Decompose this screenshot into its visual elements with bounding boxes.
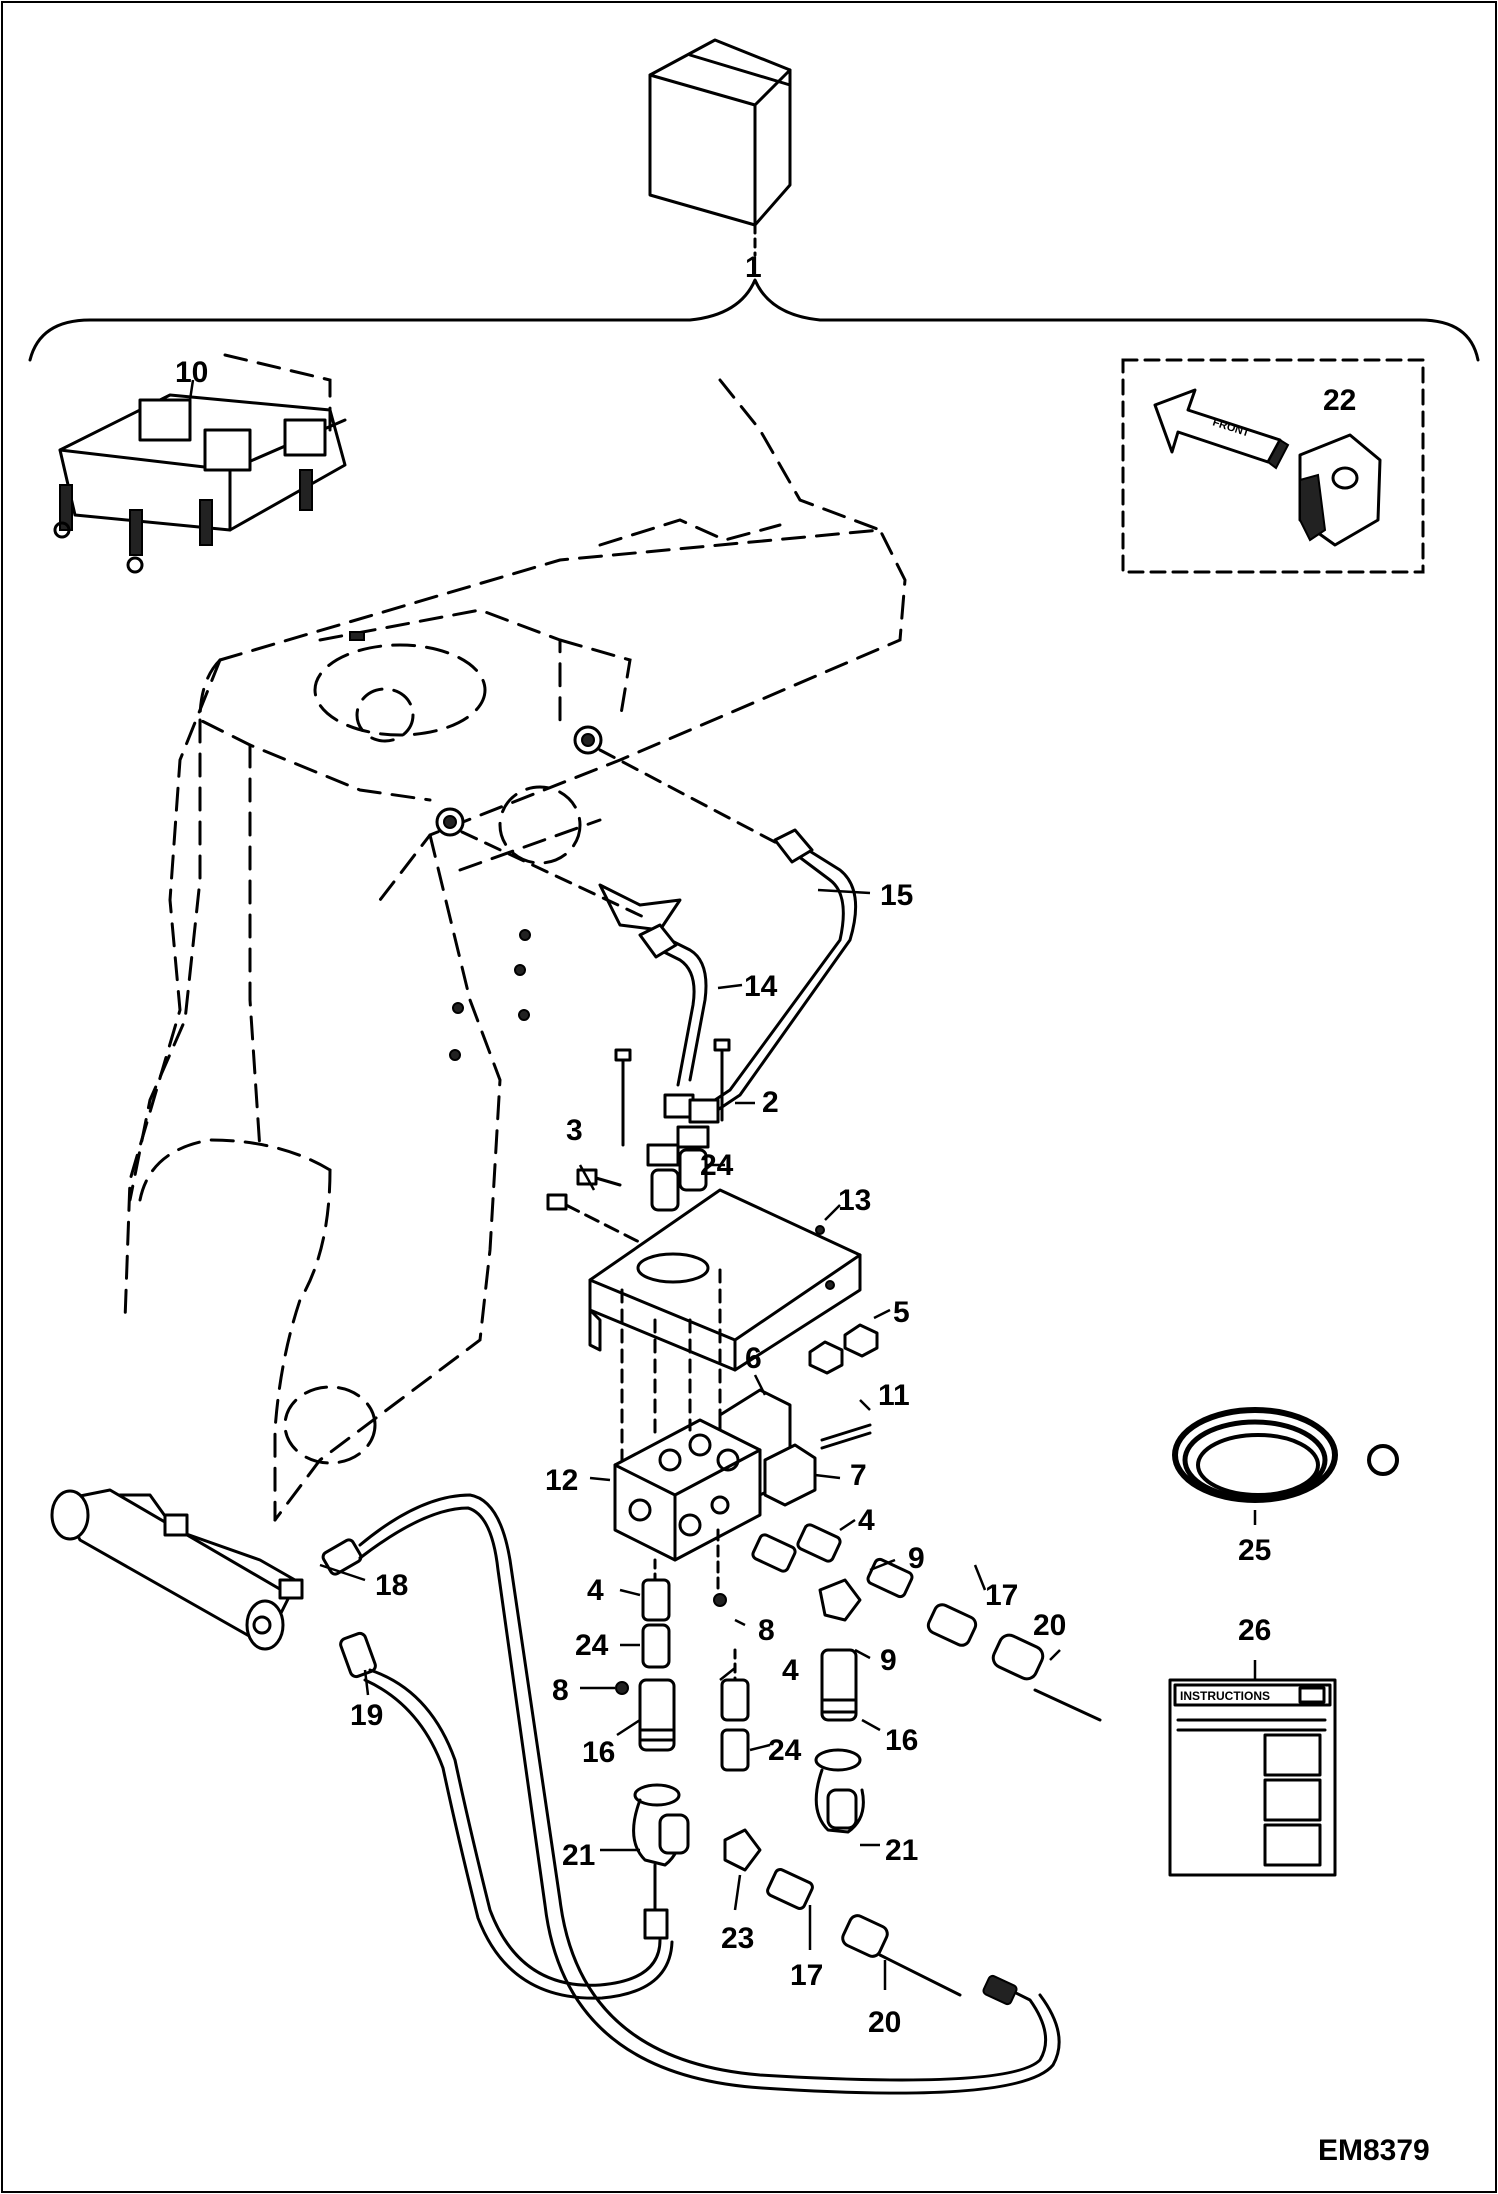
callout-20a: 20 <box>1033 1609 1066 1642</box>
callout-24c: 24 <box>768 1734 802 1767</box>
callout-13: 13 <box>838 1184 871 1217</box>
callout-2: 2 <box>762 1086 779 1119</box>
callout-22: 22 <box>1323 384 1356 417</box>
relay-module <box>53 353 347 574</box>
callout-16b: 16 <box>885 1724 918 1757</box>
callout-9a: 9 <box>908 1542 925 1575</box>
callout-8a: 8 <box>758 1614 775 1647</box>
nuts <box>808 1323 879 1375</box>
left-stack <box>615 1558 690 1940</box>
callout-12: 12 <box>545 1464 578 1497</box>
callout-17a: 17 <box>985 1579 1018 1612</box>
callout-24b: 24 <box>575 1629 609 1662</box>
callout-8b: 8 <box>552 1674 569 1707</box>
callout-7: 7 <box>850 1459 867 1492</box>
callout-16a: 16 <box>582 1736 615 1769</box>
callout-24a: 24 <box>700 1149 734 1182</box>
callout-9b: 9 <box>880 1644 897 1677</box>
tubes <box>638 828 858 1124</box>
cylinder <box>50 1488 377 1679</box>
callout-26: 26 <box>1238 1614 1271 1647</box>
manual-title: INSTRUCTIONS <box>1180 1689 1270 1703</box>
callout-14: 14 <box>744 970 778 1003</box>
callout-10: 10 <box>175 356 208 389</box>
decal-kit <box>1121 358 1425 574</box>
mid-stack <box>713 1528 962 1997</box>
kit-brace <box>28 278 1480 362</box>
callout-4b: 4 <box>587 1574 604 1607</box>
wire-coil <box>1172 1407 1399 1525</box>
instruction-manual <box>1168 1660 1337 1877</box>
manifold-block <box>613 1268 762 1562</box>
boom-fittings <box>435 725 792 932</box>
callout-11: 11 <box>878 1379 910 1412</box>
callout-25: 25 <box>1238 1534 1271 1567</box>
callout-3: 3 <box>566 1114 583 1147</box>
drawing-code: EM8379 <box>1318 2134 1430 2167</box>
callout-18: 18 <box>375 1569 408 1602</box>
callout-1: 1 <box>745 251 762 284</box>
kit-box <box>648 38 792 257</box>
mount-bracket <box>588 1188 862 1372</box>
callout-4a: 4 <box>858 1504 875 1537</box>
callout-4c: 4 <box>782 1654 799 1687</box>
callout-21b: 21 <box>885 1834 918 1867</box>
adapters-top <box>646 1125 710 1212</box>
callout-20b: 20 <box>868 2006 901 2039</box>
right-branch <box>751 1523 1102 1834</box>
hoses <box>358 1493 1061 2095</box>
callout-5: 5 <box>893 1296 910 1329</box>
boom-arm <box>123 378 907 1522</box>
callout-19: 19 <box>350 1699 383 1732</box>
callout-6: 6 <box>745 1342 762 1375</box>
labels: 1 2 3 4 4 4 5 6 7 8 8 9 9 10 11 12 13 14… <box>175 251 1430 2167</box>
callout-21a: 21 <box>562 1839 595 1872</box>
callout-15: 15 <box>880 879 913 912</box>
leaders <box>188 379 1061 1990</box>
callout-17b: 17 <box>790 1959 823 1992</box>
callout-23: 23 <box>721 1922 754 1955</box>
